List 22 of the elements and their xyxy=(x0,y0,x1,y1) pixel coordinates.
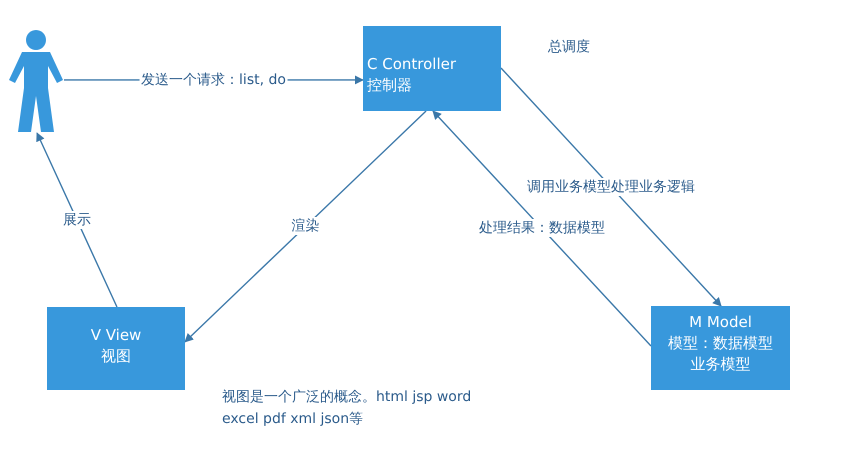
edge-label: 调用业务模型处理业务逻辑 xyxy=(525,178,698,196)
arrow xyxy=(36,132,118,308)
note-text: 视图是一个广泛的概念。html jsp word excel pdf xml json等 xyxy=(222,388,472,429)
arrow xyxy=(500,68,722,307)
box-text: 业务模型 xyxy=(690,354,752,375)
edge-label: 渲染 xyxy=(290,217,322,236)
person-icon xyxy=(8,30,64,132)
box-text: 模型：数据模型 xyxy=(667,333,774,354)
box-title: C Controller xyxy=(367,54,458,75)
component-box xyxy=(363,26,501,111)
box-text: 视图 xyxy=(100,346,132,367)
note-text: 总调度 xyxy=(548,38,590,57)
arrow xyxy=(432,110,652,346)
box-text: 控制器 xyxy=(367,75,413,96)
box-title: V View xyxy=(90,325,142,346)
component-box xyxy=(651,306,790,390)
box-title: M Model xyxy=(688,312,753,333)
arrow xyxy=(184,110,427,342)
edge-label: 发送一个请求：list, do xyxy=(139,70,288,89)
edge-label: 处理结果：数据模型 xyxy=(476,219,607,238)
edge-label: 展示 xyxy=(60,211,93,229)
component-box xyxy=(47,307,185,390)
